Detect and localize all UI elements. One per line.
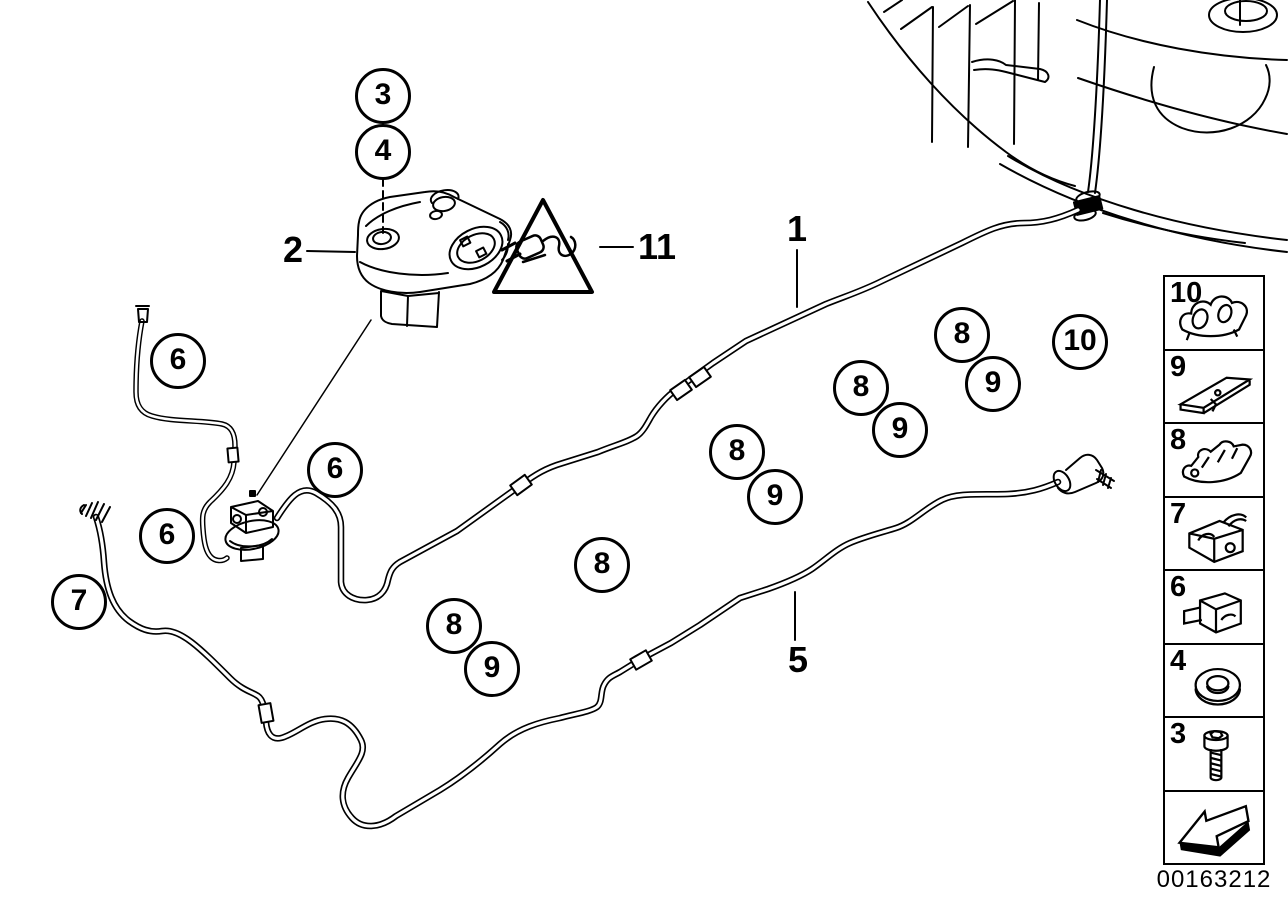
legend-number: 4 [1170, 644, 1187, 677]
callout-9-18[interactable]: 9 [464, 641, 520, 697]
callout-6-7[interactable]: 6 [307, 442, 363, 498]
fuel-tank [867, 0, 1288, 253]
legend-number: 7 [1170, 497, 1187, 530]
legend-item-9[interactable]: 9 [1165, 350, 1263, 424]
callout-6-8[interactable]: 6 [139, 508, 195, 564]
sensor-unit [356, 189, 513, 328]
legend-item-10[interactable]: 10 [1165, 277, 1263, 351]
callout-8-10[interactable]: 8 [934, 307, 990, 363]
callout-8-13[interactable]: 8 [574, 537, 630, 593]
fuel-feed-line-1 [273, 206, 1082, 604]
callout-9-17[interactable]: 9 [747, 469, 803, 525]
pipe-clip-icon [1181, 439, 1253, 483]
callout-1-4[interactable]: 1 [786, 208, 808, 249]
legend-item-4[interactable]: 4 [1165, 644, 1263, 718]
pipe-connectors [226, 365, 712, 724]
legend-number: 6 [1170, 571, 1187, 603]
valve-unit [224, 500, 280, 562]
elbow-fitting [1052, 453, 1115, 495]
legend-item-3[interactable]: 3 [1165, 718, 1263, 792]
fuel-line-5 [92, 478, 1062, 830]
callout-9-15[interactable]: 9 [965, 356, 1021, 412]
callout-3-0[interactable]: 3 [355, 68, 411, 124]
legend-item-7[interactable]: 7 [1165, 497, 1263, 571]
callout-8-14[interactable]: 8 [426, 598, 482, 654]
legend-item-arrow[interactable] [1165, 792, 1263, 864]
callout-7-9[interactable]: 7 [51, 574, 107, 630]
warning-triangle [492, 198, 594, 294]
callout-9-16[interactable]: 9 [872, 402, 928, 458]
vent-tube [133, 305, 238, 564]
callout-4-1[interactable]: 4 [355, 124, 411, 180]
double-pipe-clamp-icon [1179, 294, 1248, 341]
threaded-fitting [79, 501, 111, 523]
screw-icon [1203, 729, 1229, 781]
direction-arrow-icon [1177, 804, 1251, 857]
callout-10-19[interactable]: 10 [1052, 314, 1108, 370]
callout-6-6[interactable]: 6 [150, 333, 206, 389]
leader-lines [249, 122, 798, 641]
callout-8-11[interactable]: 8 [833, 360, 889, 416]
holder-clamp-icon [1188, 513, 1248, 564]
callout-11-3[interactable]: 11 [637, 226, 677, 267]
legend-number: 8 [1170, 424, 1187, 456]
plug-icon [500, 234, 577, 264]
legend-sidebar: 10 9 8 7 [1163, 275, 1265, 865]
legend-item-6[interactable]: 6 [1165, 571, 1263, 645]
callout-8-12[interactable]: 8 [709, 424, 765, 480]
legend-number: 3 [1170, 718, 1187, 750]
legend-item-8[interactable]: 8 [1165, 424, 1263, 498]
image-number: 00163212 [1156, 866, 1272, 893]
legend-number: 9 [1170, 350, 1187, 383]
callout-2-2[interactable]: 2 [282, 229, 304, 270]
washer-icon [1194, 667, 1242, 706]
clip-icon [1183, 591, 1242, 634]
bracket-rail-icon [1177, 376, 1254, 415]
callout-5-5[interactable]: 5 [787, 639, 809, 680]
